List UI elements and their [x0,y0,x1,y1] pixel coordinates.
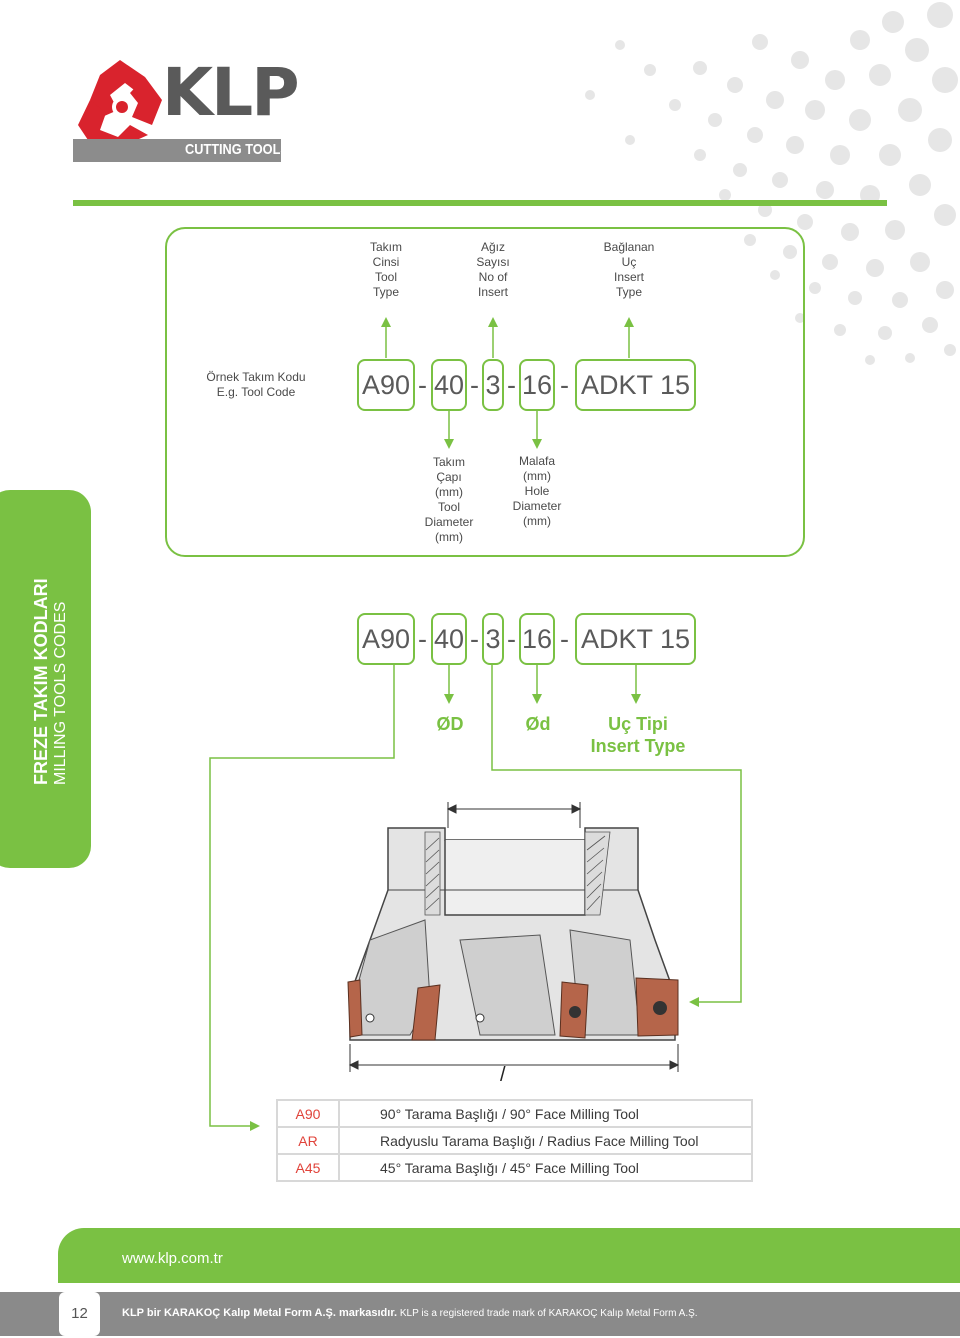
code-part-insert: ADKT 15 [575,359,696,411]
label-hole-diameter: Malafa (mm) Hole Diameter (mm) [512,454,562,528]
code-dash: - [470,624,479,654]
table-cell-code: A90 [276,1099,340,1128]
code-part-insert-2: ADKT 15 [575,613,696,665]
connector-lines [209,317,742,1131]
label-tool-diameter: Takım Çapı (mm) Tool Diameter (mm) [424,455,474,544]
side-tab-title: FREZE TAKIM KODLARI [31,578,51,785]
code-part-insert-count-2: 3 [482,613,504,665]
code-dash: - [418,370,427,400]
label-insert-type: Bağlanan Uç Insert Type [603,240,655,299]
example-label: Örnek Takım Kodu E.g. Tool Code [196,370,316,400]
table-row: A45 45° Tarama Başlığı / 45° Face Millin… [276,1153,753,1182]
side-tab-subtitle: MILLING TOOLS CODES [52,601,69,785]
tool-type-table: A90 90° Tarama Başlığı / 90° Face Millin… [276,1099,753,1182]
code-part-hole: 16 [519,359,555,411]
table-cell-description: Radyuslu Tarama Başlığı / Radius Face Mi… [338,1126,753,1155]
header-rule [73,200,887,206]
code-dash: - [507,624,516,654]
logo-subtitle: CUTTING TOOLS [185,141,289,158]
dot-pattern [585,2,958,365]
code-dash: - [507,370,516,400]
code-dash: - [560,370,569,400]
example-label-en: E.g. Tool Code [216,385,296,399]
code-part-diameter-2: 40 [431,613,467,665]
table-cell-description: 45° Tarama Başlığı / 45° Face Milling To… [338,1153,753,1182]
section-side-tab [0,490,91,868]
symbol-insert-type: Uç Tipi Insert Type [590,714,686,756]
code-part-insert-count: 3 [482,359,504,411]
symbol-hole-diameter: Ød [525,714,551,734]
side-tab-text: FREZE TAKIM KODLARI MILLING TOOLS CODES [31,578,70,785]
table-row: A90 90° Tarama Başlığı / 90° Face Millin… [276,1099,753,1128]
code-dash: - [560,624,569,654]
logo-wordmark: KLP [162,54,300,131]
code-part-type-2: A90 [357,613,415,665]
label-insert-count: Ağız Sayısı No of Insert [476,240,510,299]
code-example-box [165,227,805,557]
trademark-text: KLP bir KARAKOÇ Kalıp Metal Form A.Ş. ma… [122,1307,698,1319]
code-dash: - [418,624,427,654]
code-dash: - [470,370,479,400]
klp-logo-icon [78,60,162,143]
page-number: 12 [59,1292,100,1336]
registered-mark: ® [279,70,286,80]
table-row: AR Radyuslu Tarama Başlığı / Radius Face… [276,1126,753,1155]
code-part-hole-2: 16 [519,613,555,665]
table-cell-description: 90° Tarama Başlığı / 90° Face Milling To… [338,1099,753,1128]
trademark-en: KLP is a registered trade mark of KARAKO… [399,1308,698,1319]
symbol-tool-diameter: ØD [436,714,464,734]
table-cell-code: A45 [276,1153,340,1182]
website-link[interactable]: www.klp.com.tr [122,1250,223,1267]
code-part-type: A90 [357,359,415,411]
logo-subtitle-bar [73,139,281,162]
label-tool-type: Takım Cinsi Tool Type [369,240,402,299]
code-part-diameter: 40 [431,359,467,411]
example-label-tr: Örnek Takım Kodu [206,370,306,384]
footer-bar [0,1292,960,1336]
trademark-tr: KLP bir KARAKOÇ Kalıp Metal Form A.Ş. ma… [122,1307,398,1319]
footer-band [58,1228,960,1283]
diameter-symbol: / [500,1064,506,1086]
table-cell-code: AR [276,1126,340,1155]
face-mill-drawing [347,802,680,1072]
